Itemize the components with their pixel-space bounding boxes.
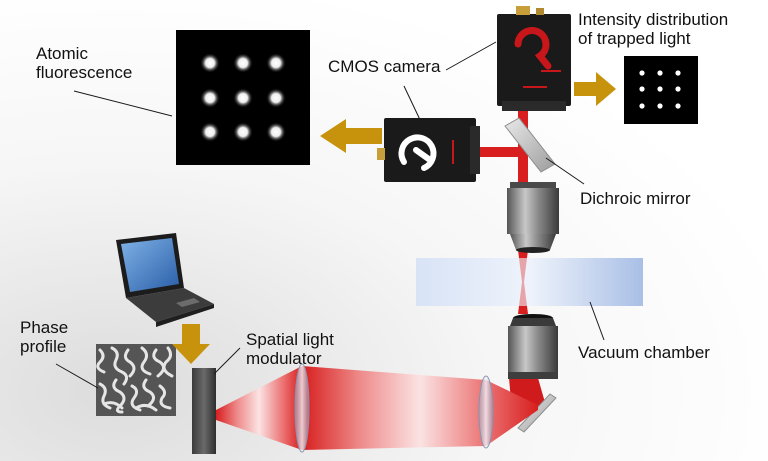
label-cmos-camera: CMOS camera xyxy=(328,57,441,76)
laptop-icon xyxy=(116,233,214,327)
intensity-distribution-image xyxy=(624,56,698,124)
fluorescence-spot xyxy=(233,122,253,142)
spatial-light-modulator xyxy=(192,368,216,454)
intensity-dot xyxy=(675,70,681,76)
relay-lens-2 xyxy=(478,375,494,449)
label-intensity-distribution: Intensity distribution of trapped light xyxy=(578,10,728,48)
fluorescence-spot xyxy=(233,88,253,108)
leader-atomic-fluorescence xyxy=(73,90,173,117)
fluorescence-spot xyxy=(200,122,220,142)
label-phase-profile-line1: Phase xyxy=(20,318,69,337)
slm-beam-diverging xyxy=(216,366,302,450)
label-slm-line2: modulator xyxy=(246,349,322,368)
fluorescence-spot xyxy=(200,88,220,108)
intensity-dot xyxy=(657,70,663,76)
vacuum-chamber xyxy=(416,258,643,306)
top-camera xyxy=(497,6,571,111)
label-slm-line1: Spatial light xyxy=(246,330,334,349)
label-intensity-distribution-line2: of trapped light xyxy=(578,29,691,48)
leader-cmos-top xyxy=(445,41,497,71)
intensity-dot xyxy=(657,103,663,109)
turning-mirror xyxy=(517,393,557,433)
phase-profile-image xyxy=(96,344,176,416)
camera-logo-icon xyxy=(514,27,552,70)
leader-lines xyxy=(55,41,605,389)
right-arrow-to-intensity xyxy=(574,72,616,106)
label-atomic-fluorescence: Atomic fluorescence xyxy=(36,44,132,82)
intensity-dot xyxy=(639,103,645,109)
intensity-dot xyxy=(639,86,645,92)
intensity-dot xyxy=(675,86,681,92)
label-phase-profile-line2: profile xyxy=(20,337,67,356)
label-vacuum-chamber: Vacuum chamber xyxy=(578,343,710,362)
focus-beam-in-chamber xyxy=(519,258,527,306)
slm-beam-collimated xyxy=(302,366,538,450)
middle-camera xyxy=(377,118,480,182)
leader-dichroic-mirror xyxy=(545,157,585,185)
leader-cmos-middle xyxy=(403,85,423,125)
intensity-dot-grid xyxy=(639,70,681,109)
lower-objective-lens xyxy=(508,314,558,379)
intensity-dot xyxy=(675,103,681,109)
left-arrow-to-fluorescence xyxy=(320,119,382,153)
camera-logo-icon xyxy=(398,134,437,171)
upper-objective-lens xyxy=(507,182,559,253)
fluorescence-spot xyxy=(233,53,253,73)
fluorescence-spot-grid xyxy=(200,53,286,142)
intensity-dot xyxy=(639,70,645,76)
relay-lens-1 xyxy=(294,363,310,453)
fluorescence-spot xyxy=(266,88,286,108)
camera-beam xyxy=(478,147,526,157)
label-atomic-fluorescence-line2: fluorescence xyxy=(36,63,133,82)
label-atomic-fluorescence-line1: Atomic xyxy=(36,44,88,63)
leader-vacuum-chamber xyxy=(589,301,605,341)
atomic-fluorescence-image xyxy=(176,30,310,165)
label-phase-profile: Phase profile xyxy=(20,318,68,356)
fluorescence-spot xyxy=(266,122,286,142)
down-arrow-to-slm xyxy=(172,324,210,364)
leader-phase-profile xyxy=(55,363,99,389)
label-spatial-light-modulator: Spatial light modulator xyxy=(246,330,334,368)
label-dichroic-mirror: Dichroic mirror xyxy=(580,189,691,208)
fluorescence-spot xyxy=(266,53,286,73)
label-intensity-distribution-line1: Intensity distribution xyxy=(578,10,729,29)
leader-slm xyxy=(213,347,241,375)
fluorescence-spot xyxy=(200,53,220,73)
intensity-dot xyxy=(657,86,663,92)
